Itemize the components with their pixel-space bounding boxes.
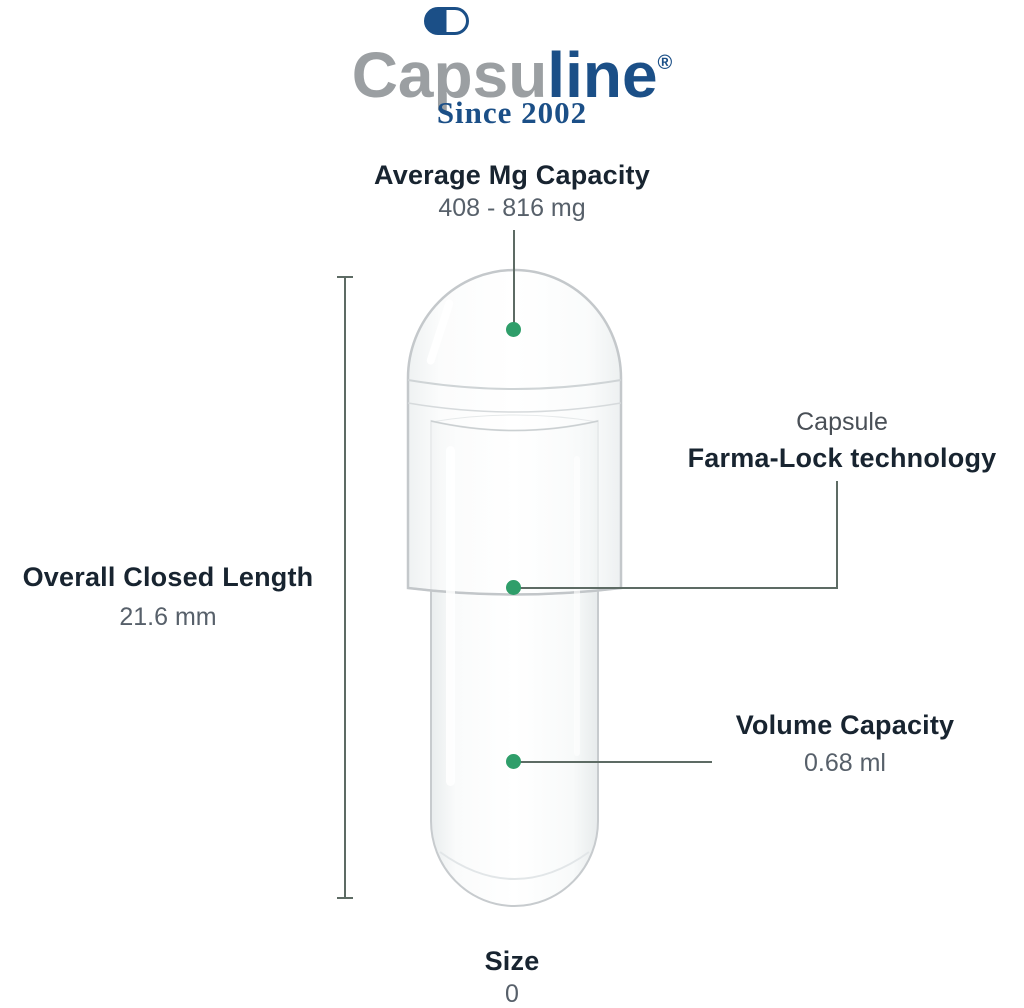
farma-lock-label-line1: Capsule <box>796 408 888 436</box>
overall-length-label: Overall Closed Length <box>22 562 314 592</box>
overall-length-callout: Overall Closed Length 21.6 mm <box>0 562 336 632</box>
avg-capacity-leader-line <box>513 230 515 324</box>
volume-capacity-value: 0.68 ml <box>804 749 886 777</box>
avg-capacity-label: Average Mg Capacity <box>374 160 650 190</box>
farma-lock-label-line2: Farma-Lock technology <box>687 443 997 473</box>
size-value: 0 <box>505 980 519 1008</box>
length-measure-tick-bottom <box>337 897 353 899</box>
brand-name-prefix: Capsu <box>351 39 548 111</box>
brand-tagline: Since 2002 <box>436 95 588 130</box>
volume-capacity-callout: Volume Capacity 0.68 ml <box>670 710 1020 778</box>
overall-length-value: 21.6 mm <box>119 603 217 631</box>
volume-dot <box>506 754 521 769</box>
avg-capacity-dot <box>506 322 521 337</box>
length-measure-tick-top <box>337 276 353 278</box>
farma-lock-dot <box>506 580 521 595</box>
brand-name: Capsuline® <box>0 30 1024 109</box>
registered-mark: ® <box>657 52 673 74</box>
volume-capacity-label: Volume Capacity <box>735 710 955 740</box>
farma-lock-leader-line-horizontal <box>519 587 838 589</box>
pill-icon <box>424 7 469 35</box>
avg-capacity-value: 408 - 816 mg <box>438 194 586 222</box>
brand-name-suffix: line <box>547 39 658 111</box>
farma-lock-callout: Capsule Farma-Lock technology <box>664 408 1020 474</box>
volume-leader-line <box>519 761 712 763</box>
length-measure-line <box>344 277 346 899</box>
size-label: Size <box>484 946 540 976</box>
farma-lock-leader-line-vertical <box>836 481 838 589</box>
